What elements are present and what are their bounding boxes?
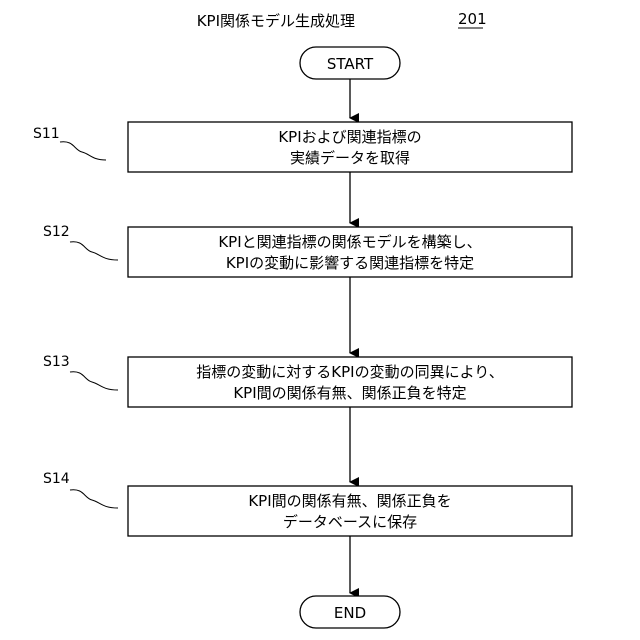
step-s12-line-1: KPIと関連指標の関係モデルを構築し、 <box>218 233 481 251</box>
step-s11-line-1: KPIおよび関連指標の <box>278 128 421 146</box>
step-s11: S11 KPIおよび関連指標の 実績データを取得 <box>33 122 572 172</box>
step-s13-id: S13 <box>43 354 70 370</box>
step-s11-leader <box>60 142 106 160</box>
step-s14-line-1: KPI間の関係有無、関係正負を <box>248 492 451 510</box>
step-s14-id: S14 <box>43 471 70 487</box>
step-s11-id: S11 <box>33 126 60 142</box>
step-s13: S13 指標の変動に対するKPIの変動の同異により、 KPI間の関係有無、関係正… <box>43 354 572 407</box>
title-reference-number: 201 <box>458 10 487 28</box>
step-s12: S12 KPIと関連指標の関係モデルを構築し、 KPIの変動に影響する関連指標を… <box>43 224 572 277</box>
step-s14-leader <box>70 490 118 508</box>
title-text: KPI関係モデル生成処理 <box>197 12 355 30</box>
start-label: START <box>327 55 374 73</box>
step-s14: S14 KPI間の関係有無、関係正負を データベースに保存 <box>43 471 572 536</box>
step-s13-line-1: 指標の変動に対するKPIの変動の同異により、 <box>196 363 503 381</box>
end-terminal: END <box>300 596 400 628</box>
step-s13-line-2: KPI間の関係有無、関係正負を特定 <box>233 384 466 402</box>
start-terminal: START <box>300 47 400 79</box>
step-s12-leader <box>70 242 118 260</box>
end-label: END <box>334 604 366 622</box>
step-s13-leader <box>70 372 118 390</box>
diagram-title: KPI関係モデル生成処理 201 <box>197 10 487 30</box>
step-s12-id: S12 <box>43 224 70 240</box>
step-s14-line-2: データベースに保存 <box>283 513 417 531</box>
step-s11-line-2: 実績データを取得 <box>290 149 410 167</box>
step-s12-line-2: KPIの変動に影響する関連指標を特定 <box>226 254 474 272</box>
